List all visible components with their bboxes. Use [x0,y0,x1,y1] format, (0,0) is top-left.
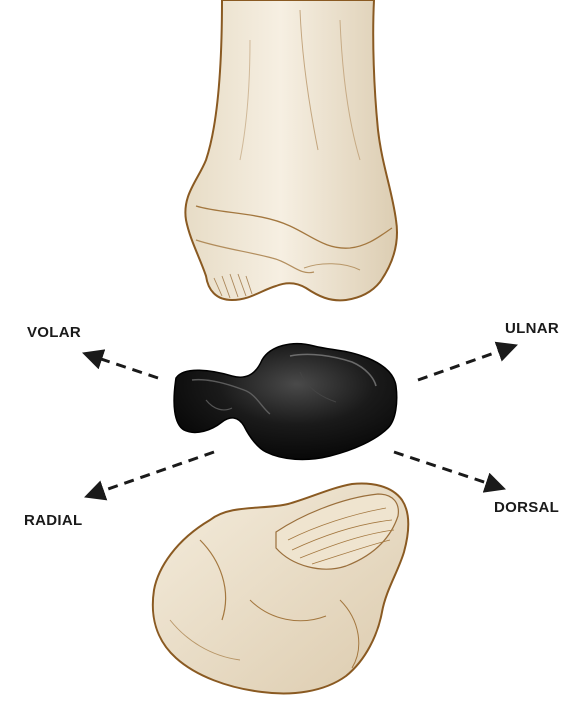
upper-bone [185,0,397,300]
lower-bone [153,484,408,694]
volar-arrow [86,354,158,378]
label-radial: RADIAL [24,512,82,529]
label-dorsal: DORSAL [494,499,559,516]
implant-spacer [174,344,397,460]
ulnar-arrow [418,346,514,380]
dorsal-arrow [394,452,502,488]
label-ulnar: ULNAR [505,320,559,337]
label-volar: VOLAR [27,324,81,341]
radial-arrow [88,452,214,496]
